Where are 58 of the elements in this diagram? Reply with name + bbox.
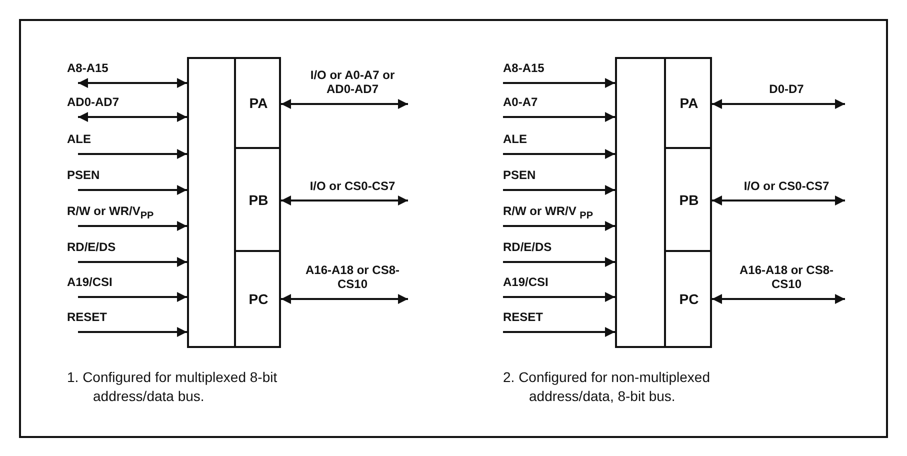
double-arrow [281, 99, 408, 109]
signal-label: RESET [503, 310, 544, 324]
port-block [664, 59, 712, 149]
double-arrow [281, 196, 408, 206]
signal-label: RD/E/DS [67, 240, 116, 254]
signal-label: I/O or CS0-CS7 [742, 178, 830, 192]
signal-label: A19/CSI [67, 275, 112, 289]
signal-label: R/W or WR/V$_{PP}$ [67, 204, 154, 224]
signal-label: ALE [503, 132, 527, 146]
port-name: PB [248, 192, 268, 208]
signal-label: AD0-AD7 [67, 95, 120, 109]
arrow [503, 112, 615, 122]
signal-label: RD/E/DS [503, 240, 552, 254]
double-arrow [712, 99, 845, 109]
signal-label: A8-A15 [67, 61, 108, 75]
signal-label: PSEN [67, 168, 100, 182]
port-name: PA [680, 95, 698, 111]
arrow [78, 221, 187, 231]
signal-label: ALE [67, 132, 91, 146]
signal-label: I/O or CS0-CS7 [308, 178, 396, 192]
double-arrow [78, 112, 187, 122]
signal-label: A16-A18 or CS8-CS10 [304, 263, 401, 291]
arrow [503, 292, 615, 302]
port-block [234, 59, 281, 149]
caption: 2. Configured for non-multiplexed address/data, 8-bit bus. [503, 368, 712, 406]
signal-label: D0-D7 [768, 82, 805, 96]
arrow [78, 327, 187, 337]
port-name: PC [679, 291, 699, 307]
arrow [78, 257, 187, 267]
arrow [503, 78, 615, 88]
port-name: PC [248, 291, 268, 307]
signal-label: A19/CSI [503, 275, 548, 289]
caption: 1. Configured for multiplexed 8-bit address/data bus. [67, 368, 278, 406]
chip-block [187, 57, 281, 348]
double-arrow [281, 294, 408, 304]
signal-label: R/W or WR/V $_{PP}$ [503, 204, 594, 224]
signal-label: A8-A15 [503, 61, 544, 75]
chip-block [615, 57, 712, 348]
arrow [503, 185, 615, 195]
arrow [78, 185, 187, 195]
arrow [503, 257, 615, 267]
double-arrow [712, 196, 845, 206]
arrow [503, 221, 615, 231]
signal-label: A0-A7 [503, 95, 538, 109]
signal-label: A16-A18 or CS8-CS10 [738, 263, 835, 291]
port-name: PB [679, 192, 699, 208]
double-arrow [78, 78, 187, 88]
arrow [503, 327, 615, 337]
signal-label: I/O or A0-A7 or AD0-AD7 [309, 68, 396, 96]
arrow [503, 149, 615, 159]
port-block [664, 149, 712, 252]
port-block [234, 149, 281, 252]
port-name: PA [249, 95, 268, 111]
signal-label: RESET [67, 310, 108, 324]
double-arrow [712, 294, 845, 304]
signal-label: PSEN [503, 168, 536, 182]
arrow [78, 292, 187, 302]
arrow [78, 149, 187, 159]
